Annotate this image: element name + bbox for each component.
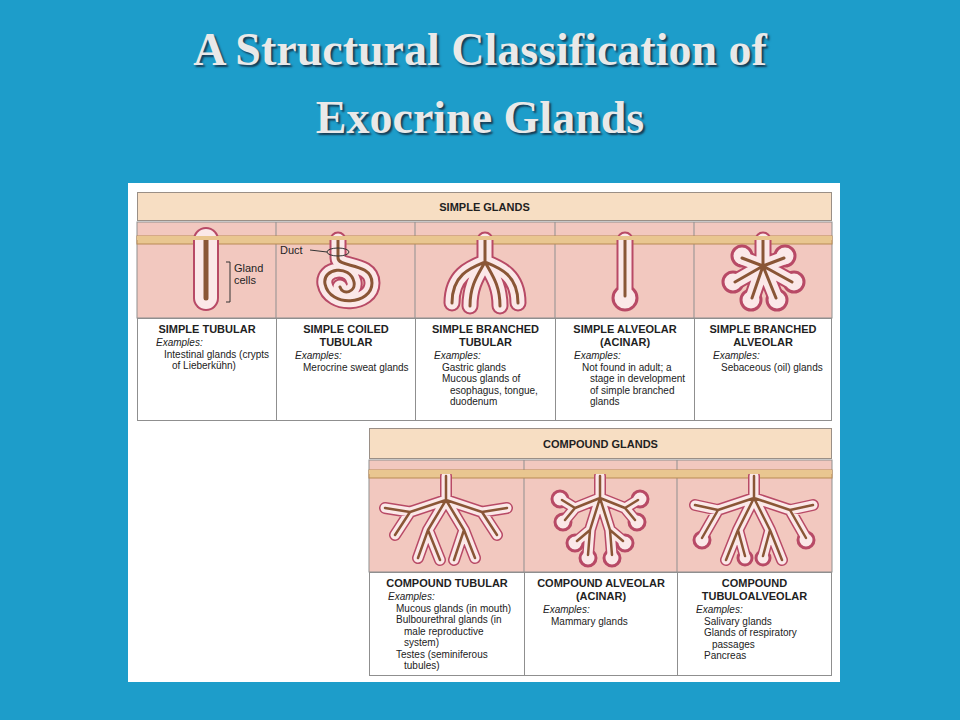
example-text: Intestinal glands (crypts of Lieberkühn) (164, 349, 272, 372)
example-text: Sebaceous (oil) glands (721, 362, 827, 374)
gland-type-cell: SIMPLE BRANCHED TUBULARExamples:Gastric … (415, 318, 556, 421)
gland-type-name: SIMPLE TUBULAR (142, 323, 272, 336)
bracket (226, 262, 230, 302)
examples-heading: Examples: (529, 604, 673, 616)
gland-outline (385, 476, 813, 560)
example-text: Gastric glands (442, 362, 551, 374)
duct-marker (327, 248, 349, 256)
figure-label: Gland cells (234, 262, 274, 286)
section-title: SIMPLE GLANDS (439, 201, 529, 213)
tissue-background (369, 460, 832, 572)
gland-cells (195, 240, 217, 298)
examples-heading: Examples: (682, 604, 827, 616)
examples-heading: Examples: (560, 350, 690, 362)
examples-heading: Examples: (142, 337, 272, 349)
gland-cells (325, 240, 792, 306)
gland-type-cell: COMPOUND TUBULARExamples:Mucous glands (… (369, 572, 525, 676)
section-header: COMPOUND GLANDS (369, 428, 832, 459)
gland-outline (193, 240, 219, 298)
examples-heading: Examples: (374, 591, 520, 603)
example-text: Not found in adult; a stage in developme… (582, 362, 690, 408)
example-text: Salivary glands (704, 616, 827, 628)
figure-label: Duct (280, 244, 310, 256)
gland-type-cell: COMPOUND ALVEOLAR (ACINAR)Examples:Mamma… (524, 572, 678, 676)
gland-type-cell: COMPOUND TUBULOALVEOLARExamples:Salivary… (677, 572, 832, 676)
surface-epithelium (137, 236, 832, 240)
example-text: Mucous glands of esophagus, tongue, duod… (442, 373, 551, 408)
gland-lumen (325, 240, 792, 306)
leader-line (310, 250, 327, 252)
gland-type-name: SIMPLE COILED TUBULAR (281, 323, 411, 349)
gland-type-name: SIMPLE BRANCHED ALVEOLAR (699, 323, 827, 349)
examples-heading: Examples: (281, 350, 411, 362)
gland-type-name: COMPOUND TUBULOALVEOLAR (682, 577, 827, 603)
figure-panel (128, 183, 840, 682)
example-text: Testes (seminiferous tubules) (396, 649, 520, 672)
section-title: COMPOUND GLANDS (543, 438, 658, 450)
tissue-background (137, 222, 832, 318)
gland-type-cell: SIMPLE ALVEOLAR (ACINAR)Examples:Not fou… (555, 318, 695, 421)
gland-cells (385, 476, 813, 560)
gland-type-name: COMPOUND TUBULAR (374, 577, 520, 590)
gland-type-name: SIMPLE ALVEOLAR (ACINAR) (560, 323, 690, 349)
example-text: Pancreas (704, 650, 827, 662)
example-text: Bulbourethral glands (in male reproducti… (396, 614, 520, 649)
gland-outline (325, 240, 792, 306)
gland-lumen (204, 240, 209, 298)
example-text: Mammary glands (551, 616, 673, 628)
section-header: SIMPLE GLANDS (137, 192, 832, 221)
example-text: Merocrine sweat glands (303, 362, 411, 374)
examples-heading: Examples: (699, 350, 827, 362)
example-text: Mucous glands (in mouth) (396, 603, 520, 615)
gland-type-cell: SIMPLE COILED TUBULARExamples:Merocrine … (276, 318, 416, 421)
examples-heading: Examples: (420, 350, 551, 362)
gland-type-name: SIMPLE BRANCHED TUBULAR (420, 323, 551, 349)
example-text: Glands of respiratory passages (704, 627, 827, 650)
gland-type-name: COMPOUND ALVEOLAR (ACINAR) (529, 577, 673, 603)
gland-lumen (385, 476, 813, 560)
gland-type-cell: SIMPLE TUBULARExamples:Intestinal glands… (137, 318, 277, 421)
surface-epithelium (369, 470, 832, 474)
gland-type-cell: SIMPLE BRANCHED ALVEOLARExamples:Sebaceo… (694, 318, 832, 421)
slide-title: A Structural Classification of Exocrine … (100, 16, 860, 152)
